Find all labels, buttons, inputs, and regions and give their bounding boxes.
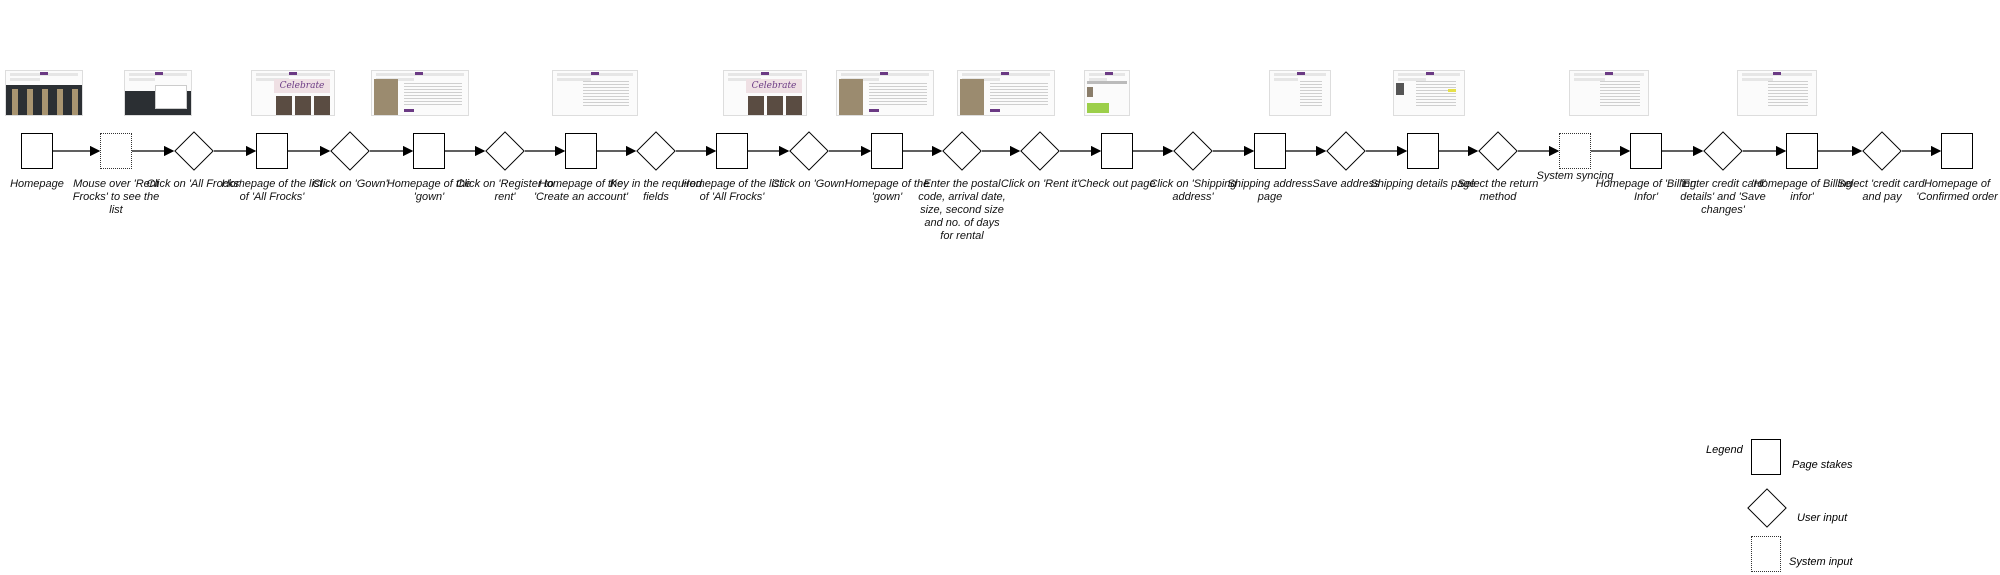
step-label-8: Homepage of the 'Create an account': [533, 178, 629, 203]
legend-page-label: Page stakes: [1792, 459, 1853, 471]
step-label-15: Check out page: [1078, 178, 1156, 190]
step-label-10: Homepage of the list of 'All Frocks': [681, 178, 783, 203]
page-screenshot-thumbnail: [371, 70, 469, 116]
page-state-box-10: [716, 133, 748, 169]
legend-input-label: User input: [1797, 512, 1848, 524]
legend-system-shape: [1751, 536, 1781, 572]
page-state-box-1: [21, 133, 53, 169]
page-screenshot-thumbnail: [1084, 70, 1130, 116]
step-label-18: Save address: [1312, 178, 1380, 190]
step-label-16: Click on 'Shipping address': [1149, 178, 1237, 203]
page-state-box-22: [1630, 133, 1662, 169]
page-state-box-12: [871, 133, 903, 169]
page-state-box-26: [1941, 133, 1973, 169]
page-state-box-8: [565, 133, 597, 169]
page-state-box-6: [413, 133, 445, 169]
step-label-13: Enter the postal code, arrival date, siz…: [918, 178, 1006, 242]
page-state-box-15: [1101, 133, 1133, 169]
step-label-12: Homepage of the 'gown': [844, 178, 930, 203]
celebrate-banner: Celebrate: [274, 79, 330, 93]
page-screenshot-thumbnail: [124, 70, 192, 116]
page-screenshot-thumbnail: [1269, 70, 1331, 116]
page-screenshot-thumbnail: [1393, 70, 1465, 116]
page-screenshot-thumbnail: [552, 70, 638, 116]
step-label-25: Select 'credit card' and pay: [1837, 178, 1927, 203]
step-label-5: Click on 'Gown': [312, 178, 388, 190]
step-label-23: 'Enter credit card' details' and 'Save c…: [1680, 178, 1766, 216]
step-label-21: System syncing: [1536, 170, 1614, 182]
step-label-14: Click on 'Rent it': [1000, 178, 1080, 190]
page-screenshot-thumbnail: Celebrate: [251, 70, 335, 116]
system-input-box-2: [100, 133, 132, 169]
page-screenshot-thumbnail: [836, 70, 934, 116]
page-state-box-19: [1407, 133, 1439, 169]
step-label-1: Homepage: [10, 178, 64, 190]
step-label-26: Homepage of 'Confirmed order: [1916, 178, 1998, 203]
page-state-box-17: [1254, 133, 1286, 169]
step-label-22: Homepage of 'Billing Infor': [1595, 178, 1697, 203]
step-label-4: Homepage of the list of 'All Frocks': [221, 178, 323, 203]
step-label-24: 'Homepage of Billing infor': [1751, 178, 1853, 203]
step-label-7: Click on 'Register to rent': [456, 178, 554, 203]
system-input-box-21: [1559, 133, 1591, 169]
page-screenshot-thumbnail: [1569, 70, 1649, 116]
page-screenshot-thumbnail: [5, 70, 83, 116]
page-screenshot-thumbnail: Celebrate: [723, 70, 807, 116]
page-screenshot-thumbnail: [957, 70, 1055, 116]
step-label-19: Shipping details page: [1370, 178, 1476, 190]
page-state-box-24: [1786, 133, 1818, 169]
legend-system-label: System input: [1789, 556, 1853, 568]
step-label-9: Key in the required fields: [609, 178, 703, 203]
legend-page-shape: [1751, 439, 1781, 475]
celebrate-banner: Celebrate: [746, 79, 802, 93]
step-label-3: Click on 'All Frocks': [146, 178, 242, 190]
step-label-2: Mouse over 'Rent Frocks' to see the list: [72, 178, 160, 216]
page-screenshot-thumbnail: [1737, 70, 1817, 116]
step-label-11: Click on 'Gown': [771, 178, 847, 190]
page-state-box-4: [256, 133, 288, 169]
step-label-20: Select the return method: [1457, 178, 1539, 203]
step-label-6: Homepage of the 'gown': [386, 178, 472, 203]
legend-title: Legend: [1706, 444, 1743, 456]
step-label-17: Shipping address page: [1227, 178, 1313, 203]
